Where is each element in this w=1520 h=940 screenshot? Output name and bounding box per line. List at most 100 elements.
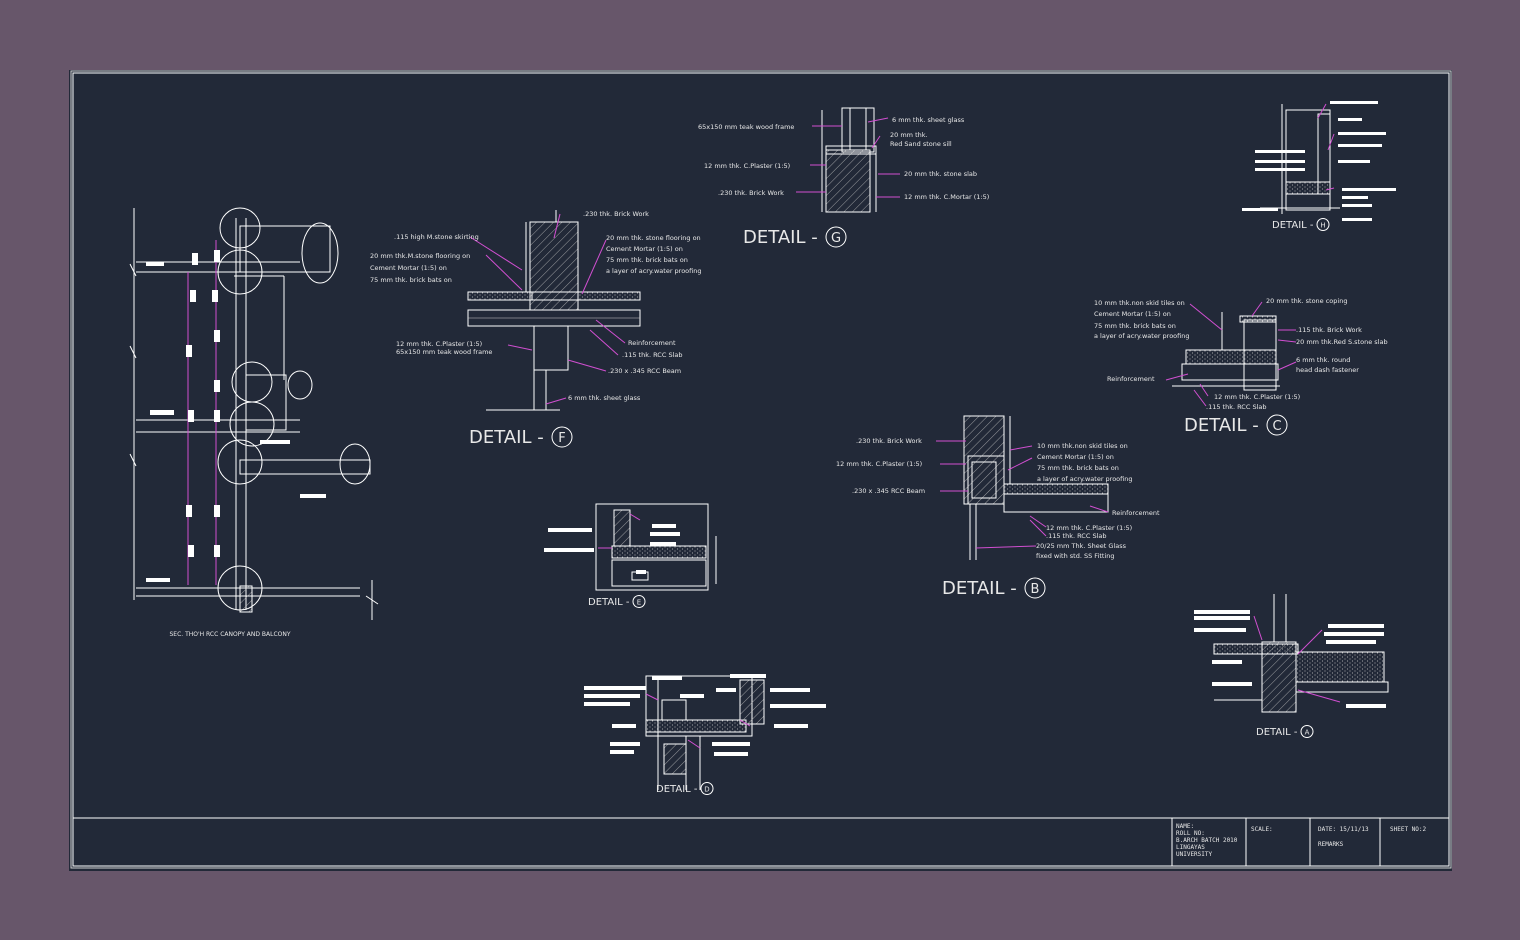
detail-title: DETAIL - bbox=[588, 597, 630, 608]
detail-tag-circle bbox=[632, 595, 646, 608]
text-block bbox=[610, 750, 634, 754]
leader-line bbox=[1007, 457, 1033, 471]
text-block bbox=[1194, 610, 1250, 614]
leader-line bbox=[629, 513, 641, 521]
sheet-outer-border bbox=[70, 70, 1452, 869]
leader-line bbox=[1165, 373, 1189, 381]
detail-tag-letter: D bbox=[704, 786, 709, 794]
text-block bbox=[1212, 660, 1242, 664]
break-mark bbox=[365, 595, 379, 605]
leader-line bbox=[1251, 301, 1263, 317]
text-block bbox=[1326, 640, 1376, 644]
label-rcc-slab: .115 thk. RCC Slab bbox=[1206, 403, 1266, 411]
drawing-sheet: SEC. THO'H RCC CANOPY AND BALCONY.230 th… bbox=[69, 70, 1452, 871]
text-block bbox=[1255, 150, 1305, 153]
label-brick-bats: 75 mm thk. brick bats on bbox=[1037, 464, 1119, 472]
dimension-text-block bbox=[188, 410, 194, 422]
label-mortar: 12 mm thk. C.Mortar (1:5) bbox=[904, 193, 989, 201]
label-sheet-glass: 6 mm thk. sheet glass bbox=[892, 116, 965, 124]
detail-tag-letter: G bbox=[831, 231, 841, 246]
label-plaster: 12 mm thk. C.Plaster (1:5) bbox=[836, 460, 922, 468]
leader-line bbox=[545, 397, 567, 405]
text-block bbox=[770, 704, 826, 708]
label-waterproofing: a layer of acry.water proofing bbox=[1094, 332, 1190, 340]
detail-title: DETAIL - bbox=[469, 427, 544, 448]
window-frame bbox=[533, 369, 547, 411]
break-mark bbox=[129, 263, 137, 277]
text-block bbox=[1328, 624, 1384, 628]
dimension-text-block bbox=[186, 505, 192, 517]
label-plaster-2: 12 mm thk. C.Plaster (1:5) bbox=[1046, 524, 1132, 532]
break-mark bbox=[129, 345, 137, 359]
text-block bbox=[1342, 204, 1372, 207]
label-plaster: 12 mm thk. C.Plaster (1:5) bbox=[396, 340, 482, 348]
text-block bbox=[610, 742, 640, 746]
dimension-text-block bbox=[214, 505, 220, 517]
leader-line bbox=[567, 359, 607, 372]
detail-marker-circle bbox=[217, 439, 263, 485]
text-block bbox=[650, 532, 680, 536]
slab-finish bbox=[611, 545, 707, 559]
text-block bbox=[1342, 218, 1372, 221]
label-rcc-slab: .115 thk. RCC Slab bbox=[622, 351, 682, 359]
text-block bbox=[584, 702, 630, 706]
text-block bbox=[260, 440, 290, 444]
detail-title: DETAIL - bbox=[1184, 415, 1259, 436]
floor-finish bbox=[577, 291, 641, 301]
detail-tag-letter: F bbox=[558, 431, 565, 446]
label-ss-fitting: fixed with std. SS Fitting bbox=[1036, 552, 1115, 560]
text-block bbox=[650, 542, 676, 546]
detail-title: DETAIL - bbox=[1256, 727, 1298, 738]
text-block bbox=[1342, 188, 1396, 191]
leader-line bbox=[1089, 505, 1109, 513]
leader-line bbox=[739, 719, 751, 727]
text-block bbox=[300, 494, 326, 498]
leader-line bbox=[1029, 515, 1047, 528]
leader-line bbox=[1277, 361, 1297, 371]
leader-line bbox=[1193, 389, 1207, 407]
dimension-text-block bbox=[192, 253, 198, 265]
wall-hatch bbox=[663, 743, 687, 775]
label-reinforcement: Reinforcement bbox=[1107, 375, 1155, 383]
leader-line bbox=[1297, 629, 1323, 655]
leader-line bbox=[507, 344, 533, 351]
label-coping: 20 mm thk. stone coping bbox=[1266, 297, 1347, 305]
detail-tag-circle bbox=[1316, 218, 1330, 231]
text-block bbox=[774, 724, 808, 728]
brick-wall-hatch bbox=[963, 415, 1005, 505]
label-mortar: Cement Mortar (1:5) on bbox=[370, 264, 447, 272]
leader-line bbox=[469, 236, 523, 271]
label-waterproofing: a layer of acry.water proofing bbox=[1037, 475, 1133, 483]
detail-tag-circle bbox=[825, 226, 847, 248]
dimension-text-block bbox=[186, 345, 192, 357]
sheet-border bbox=[72, 72, 1450, 867]
detail-tag-circle bbox=[1266, 414, 1288, 436]
label-reinforcement: Reinforcement bbox=[1112, 509, 1160, 517]
label-brick-work: .230 thk. Brick Work bbox=[856, 437, 922, 445]
label-plaster: 12 mm thk. C.Plaster (1:5) bbox=[1214, 393, 1300, 401]
leader-line bbox=[1029, 519, 1047, 537]
leader-line bbox=[975, 545, 1037, 549]
leader-line bbox=[1317, 103, 1327, 119]
label-mortar: Cement Mortar (1:5) on bbox=[1094, 310, 1171, 318]
leader-line bbox=[1189, 303, 1223, 331]
leader-line bbox=[871, 135, 881, 149]
label-teak-frame: 65x150 mm teak wood frame bbox=[396, 348, 492, 356]
leader-line bbox=[485, 254, 523, 291]
text-block bbox=[150, 410, 174, 415]
leader-line bbox=[589, 329, 619, 356]
label-mstone-flooring: 20 mm thk.M.stone flooring on bbox=[370, 252, 470, 260]
rcc-slab bbox=[1181, 363, 1279, 381]
text-block bbox=[712, 742, 750, 746]
roof-finish bbox=[1185, 349, 1277, 365]
parapet-hatch bbox=[739, 679, 765, 725]
text-block bbox=[612, 724, 636, 728]
leader-line bbox=[645, 693, 659, 701]
text-block bbox=[1255, 160, 1305, 163]
rcc-beam bbox=[533, 325, 569, 371]
leader-line bbox=[553, 213, 561, 239]
text-block bbox=[714, 752, 748, 756]
text-block bbox=[584, 694, 640, 698]
detail-tag-letter: C bbox=[1272, 419, 1281, 434]
dimension-text-block bbox=[214, 380, 220, 392]
